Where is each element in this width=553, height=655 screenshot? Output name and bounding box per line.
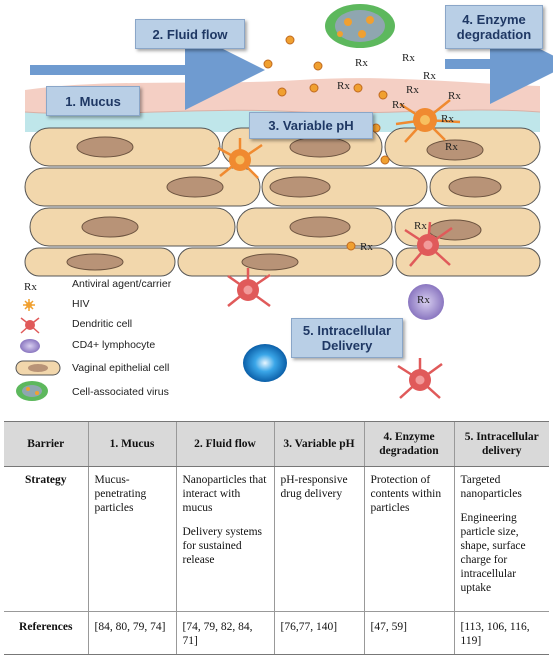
legend-label-antiviral: Antiviral agent/carrier [72, 278, 172, 290]
legend-label-dendritic: Dendritic cell [72, 318, 133, 330]
barrier-label-mucus: 1. Mucus [46, 86, 140, 116]
references-intracellular-delivery: [113, 106, 116, 119] [453, 611, 549, 655]
blue-cell-free [243, 344, 287, 382]
strategy-fluid-flow: Nanoparticles that interact with mucus D… [175, 466, 274, 612]
strategy-variable-ph: pH-responsive drug delivery [273, 466, 364, 612]
dendritic-cell-free-1 [227, 268, 271, 308]
rx-glyph: Rx [360, 241, 373, 253]
rx-glyph: Rx [417, 294, 430, 306]
references-variable-ph: [76,77, 140] [273, 611, 364, 655]
legend-label-cd4: CD4+ lymphocyte [72, 339, 156, 351]
rx-icon: Rx [24, 281, 37, 293]
hiv-icon [23, 299, 35, 311]
dendritic-cell-free-2 [397, 358, 443, 399]
cd4-lymphocyte-free: Rx [408, 284, 444, 320]
header-enzyme-degradation: 4. Enzyme degradation [363, 421, 454, 467]
rx-glyph: Rx [337, 80, 350, 92]
rx-glyph: Rx [402, 52, 415, 64]
barrier-label-intracellular-delivery: 5. Intracellular Delivery [291, 318, 403, 358]
epithelial-row-2 [24, 167, 541, 207]
header-barrier: Barrier [4, 421, 88, 467]
rx-glyph: Rx [445, 141, 458, 153]
barrier-strategy-table: Barrier 1. Mucus 2. Fluid flow 3. Variab… [4, 421, 549, 655]
header-mucus: 1. Mucus [87, 421, 176, 467]
header-intracellular-delivery: 5. Intracellular delivery [453, 421, 549, 467]
rx-glyph: Rx [414, 220, 427, 232]
references-fluid-flow: [74, 79, 82, 84, 71] [175, 611, 274, 655]
rx-glyph: Rx [406, 84, 419, 96]
rx-glyph: Rx [448, 90, 461, 102]
dendritic-cell-deep [404, 221, 453, 267]
table-header-row: Barrier 1. Mucus 2. Fluid flow 3. Variab… [4, 421, 549, 467]
rx-glyph: Rx [392, 99, 405, 111]
barrier-label-variable-ph: 3. Variable pH [249, 112, 373, 139]
row-label-strategy: Strategy [24, 474, 67, 486]
dendritic-cell-icon [20, 317, 40, 334]
header-variable-ph: 3. Variable pH [273, 421, 364, 467]
cell-associated-virus-icon [16, 381, 48, 401]
header-fluid-flow: 2. Fluid flow [175, 421, 274, 467]
table-row-strategy: Strategy Mucus-penetrating particles Nan… [4, 466, 549, 612]
hiv-particles [263, 35, 390, 251]
epithelial-row-3 [29, 207, 541, 247]
legend-label-cell-virus: Cell-associated virus [72, 386, 169, 398]
cell-associated-virus-cluster [325, 4, 395, 48]
epithelial-row-4 [24, 247, 541, 277]
barrier-label-enzyme-degradation: 4. Enzyme degradation [445, 5, 543, 49]
rx-glyph: Rx [355, 57, 368, 69]
dendritic-cell-top [395, 99, 461, 143]
cd4-lymphocyte-icon [20, 339, 40, 353]
rx-glyph: Rx [423, 70, 436, 82]
legend-label-epithelial: Vaginal epithelial cell [72, 362, 170, 374]
table-row-references: References [84, 80, 79, 74] [74, 79, 82,… [4, 611, 549, 655]
epithelial-cell-icon [15, 360, 61, 376]
legend-label-hiv: HIV [72, 298, 90, 310]
antiviral-agents: Rx Rx Rx Rx Rx Rx Rx Rx Rx Rx Rx [337, 52, 461, 253]
references-mucus: [84, 80, 79, 74] [87, 611, 176, 655]
strategy-enzyme-degradation: Protection of contents within particles [363, 466, 454, 612]
references-enzyme-degradation: [47, 59] [363, 611, 454, 655]
barriers-figure: Rx Rx Rx Rx Rx Rx Rx Rx Rx Rx Rx Rx Rx [15, 4, 553, 401]
dendritic-cell-left [217, 138, 263, 179]
strategy-intracellular-delivery: Targeted nanoparticles Engineering parti… [453, 466, 549, 612]
legend-icons: Rx [15, 281, 61, 401]
barrier-label-fluid-flow: 2. Fluid flow [135, 19, 245, 49]
strategy-mucus: Mucus-penetrating particles [87, 466, 176, 612]
rx-glyph: Rx [441, 113, 454, 125]
row-label-references: References [4, 611, 88, 655]
